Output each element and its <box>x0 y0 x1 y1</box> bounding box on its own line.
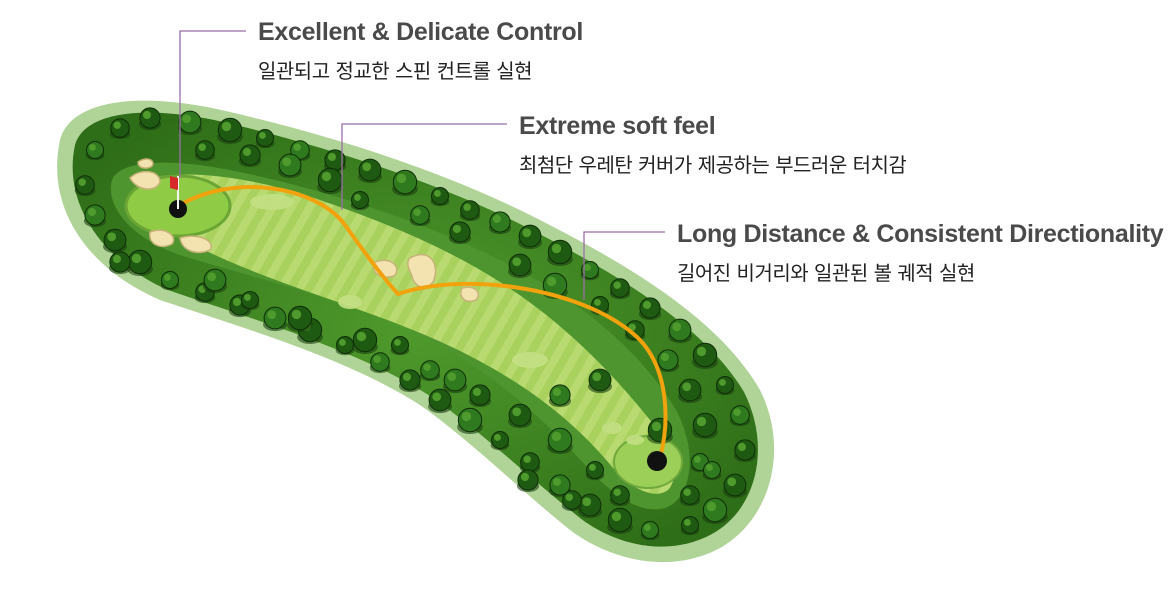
tree-icon <box>656 349 680 373</box>
tree-icon <box>392 169 418 197</box>
tree-icon <box>508 403 532 429</box>
tree-icon <box>488 211 512 235</box>
tree-icon <box>74 175 96 197</box>
fairway-patches <box>250 194 644 445</box>
callout-title: Extreme soft feel <box>519 112 716 140</box>
tree-icon <box>702 461 722 481</box>
tree-icon <box>419 360 441 382</box>
callout-control: Excellent & Delicate Control 일관되고 정교한 스핀… <box>258 18 583 84</box>
tree-icon <box>323 149 347 173</box>
tree-icon <box>638 297 662 321</box>
tree-icon <box>578 493 602 519</box>
callout-title: Long Distance & Consistent Directionalit… <box>677 220 1164 248</box>
callout-subtitle: 길어진 비거리와 일관된 볼 궤적 실현 <box>677 261 975 285</box>
tree-icon <box>430 187 450 207</box>
tree-icon <box>352 327 378 355</box>
leader-lines <box>179 30 665 300</box>
tree-group <box>74 107 757 541</box>
tree-icon <box>457 407 483 435</box>
tree-icon <box>647 417 673 445</box>
callout-title: Excellent & Delicate Control <box>258 18 584 46</box>
callout-subtitle: 최첨단 우레탄 커버가 제공하는 부드러운 터치감 <box>519 153 907 177</box>
tree-icon <box>516 469 540 493</box>
tree-icon <box>83 204 107 228</box>
tree-icon <box>317 167 343 195</box>
tree-icon <box>194 140 216 162</box>
callout-distance: Long Distance & Consistent Directionalit… <box>677 220 1164 286</box>
tree-icon <box>548 474 572 498</box>
leader-line-soft-feel <box>341 123 507 210</box>
tree-icon <box>588 368 612 394</box>
tree-icon <box>518 224 542 250</box>
tree-icon <box>609 485 631 507</box>
tree-icon <box>668 318 692 344</box>
tree-icon <box>723 473 747 499</box>
fairway <box>150 174 674 494</box>
tree-icon <box>547 239 573 267</box>
tree-icon <box>680 516 700 536</box>
ball-path-drive <box>396 281 668 460</box>
tree-icon <box>733 439 757 463</box>
ball-path-approach <box>176 185 400 296</box>
tree-icon <box>103 228 127 254</box>
tree-icon <box>238 144 262 168</box>
bunkers <box>129 158 480 302</box>
tree-icon <box>585 461 605 481</box>
leader-line-distance <box>583 231 665 300</box>
tree-icon <box>358 158 382 184</box>
tree-icon <box>692 412 718 440</box>
tree-icon <box>607 507 633 535</box>
tree-icon <box>459 200 481 222</box>
tree-icon <box>278 153 302 179</box>
callout-soft-feel: Extreme soft feel 최첨단 우레탄 커버가 제공하는 부드러운 … <box>519 112 907 178</box>
tree-icon <box>702 497 728 525</box>
tree-icon <box>263 306 287 332</box>
callout-subtitle: 일관되고 정교한 스핀 컨트롤 실현 <box>258 59 533 83</box>
tree-icon <box>138 107 162 131</box>
tree-icon <box>468 384 492 408</box>
tee-icon <box>647 451 667 471</box>
tree-icon <box>178 110 202 136</box>
tree-icon <box>490 431 510 451</box>
tree-icon <box>729 405 751 427</box>
tree-icon <box>561 490 583 512</box>
tree-icon <box>390 336 410 356</box>
tree-icon <box>398 369 422 393</box>
tree-icon <box>580 261 600 281</box>
tree-icon <box>108 251 132 275</box>
tree-icon <box>85 141 105 161</box>
tree-icon <box>692 342 718 370</box>
tree-icon <box>240 291 260 311</box>
tree-icon <box>548 384 572 408</box>
tree-icon <box>715 376 735 396</box>
tree-icon <box>409 205 431 227</box>
tree-icon <box>428 388 452 414</box>
tree-icon <box>448 221 472 245</box>
tree-icon <box>508 253 532 279</box>
tree-icon <box>160 271 180 291</box>
tree-icon <box>287 305 313 333</box>
leader-line-control <box>179 30 246 178</box>
tree-icon <box>369 352 391 374</box>
tree-icon <box>678 378 702 404</box>
tree-icon <box>335 336 355 356</box>
tree-icon <box>127 249 153 277</box>
flag-icon <box>170 176 179 209</box>
tree-icon <box>109 118 131 140</box>
tree-icon <box>255 129 275 149</box>
tree-icon <box>443 368 467 394</box>
tree-icon <box>203 268 227 294</box>
tree-icon <box>547 427 573 455</box>
tree-icon <box>640 521 660 541</box>
tree-icon <box>350 191 370 211</box>
tree-icon <box>609 278 631 300</box>
tree-icon <box>679 485 701 507</box>
tree-icon <box>217 117 243 145</box>
